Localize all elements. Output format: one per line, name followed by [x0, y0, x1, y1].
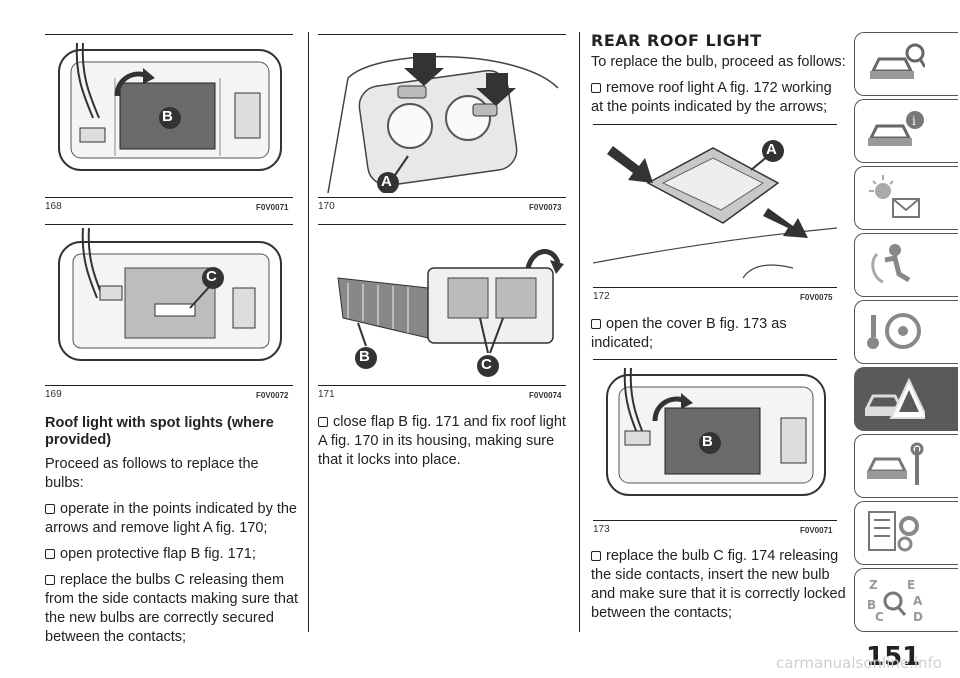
figure-number: 173: [593, 524, 610, 535]
tab-starting-driving[interactable]: [854, 300, 958, 364]
figure-code: F0V0073: [529, 203, 562, 212]
figure-code: F0V0071: [800, 526, 833, 535]
checkbox-bullet-icon: [591, 83, 601, 93]
paragraph: Proceed as follows to replace the bulbs:: [45, 456, 259, 491]
car-info-icon: i: [868, 111, 924, 146]
column-1-text: Roof light with spot lights (where provi…: [45, 415, 300, 654]
figure-171: B C: [318, 228, 566, 378]
svg-text:E: E: [907, 578, 915, 592]
figure-code: F0V0071: [256, 203, 289, 212]
page-number: 151: [866, 642, 921, 672]
figure-caption-rule: [45, 197, 293, 198]
key-steering-wheel-icon: [867, 313, 921, 349]
figure-top-rule: [45, 34, 293, 35]
svg-text:D: D: [913, 610, 923, 624]
checkbox-bullet-icon: [591, 551, 601, 561]
callout-a: A: [381, 173, 392, 190]
car-search-icon: [870, 43, 925, 79]
figure-172: A: [593, 128, 837, 283]
figure-number: 169: [45, 389, 62, 400]
column-2-text: close flap B fig. 171 and fix roof light…: [318, 413, 573, 477]
callout-b: B: [359, 348, 370, 365]
step-item: open the cover B fig. 173 as indicated;: [591, 316, 787, 351]
svg-text:Z: Z: [869, 578, 878, 592]
tab-knowing-your-car[interactable]: [854, 32, 958, 96]
checkbox-bullet-icon: [45, 549, 55, 559]
checkbox-bullet-icon: [591, 319, 601, 329]
figure-top-rule: [593, 359, 837, 360]
figure-code: F0V0075: [800, 293, 833, 302]
step-item: replace the bulb C fig. 174 releasing th…: [591, 548, 846, 621]
step-item: remove roof light A fig. 172 working at …: [591, 80, 832, 115]
callout-a: A: [766, 141, 777, 158]
step-item: operate in the points indicated by the a…: [45, 501, 297, 536]
warning-lights-message-icon: [869, 175, 920, 218]
car-breakdown-triangle-icon: [865, 377, 925, 419]
figure-top-rule: [593, 124, 837, 125]
step-item: open protective flap B fig. 171;: [45, 545, 300, 564]
column-3-step2: open the cover B fig. 173 as indicated;: [591, 315, 846, 360]
callout-b: B: [702, 433, 713, 450]
tab-warning-lights[interactable]: [854, 166, 958, 230]
specs-gear-icon: [868, 511, 919, 552]
figure-number: 168: [45, 201, 62, 212]
column-divider-1: [308, 32, 309, 632]
svg-text:C: C: [875, 610, 884, 624]
figure-number: 172: [593, 291, 610, 302]
step-item: replace the bulbs C releasing them from …: [45, 572, 299, 645]
checkbox-bullet-icon: [45, 504, 55, 514]
figure-number: 170: [318, 201, 335, 212]
paragraph: To replace the bulb, proceed as follows:: [591, 54, 846, 70]
figure-caption-rule: [593, 520, 837, 521]
figure-top-rule: [318, 224, 566, 225]
callout-b: B: [162, 108, 173, 125]
figure-170: A: [318, 38, 566, 193]
airbag-seat-icon: [871, 244, 911, 284]
figure-169: C: [45, 228, 293, 378]
column-divider-2: [579, 32, 580, 632]
svg-text:B: B: [867, 598, 876, 612]
figure-caption-rule: [593, 287, 837, 288]
svg-text:A: A: [913, 594, 923, 608]
tab-in-an-emergency[interactable]: [854, 367, 958, 431]
column-3-intro: To replace the bulb, proceed as follows:…: [591, 53, 846, 124]
figure-number: 171: [318, 389, 335, 400]
step-item: close flap B fig. 171 and fix roof light…: [318, 414, 566, 468]
watermark: carmanualsonline.info: [776, 654, 942, 672]
index-search-icon: Z E B A C D: [867, 578, 923, 624]
svg-text:i: i: [912, 114, 916, 128]
figure-top-rule: [45, 224, 293, 225]
callout-c: C: [481, 356, 492, 373]
figure-caption-rule: [45, 385, 293, 386]
car-maintenance-wrench-icon: [866, 442, 924, 485]
callout-c: C: [206, 268, 217, 285]
tab-technical-specifications[interactable]: [854, 501, 958, 565]
section-title: REAR ROOF LIGHT: [591, 31, 762, 50]
tab-servicing-care[interactable]: [854, 434, 958, 498]
tab-safety-info[interactable]: i: [854, 99, 958, 163]
figure-caption-rule: [318, 197, 566, 198]
figure-code: F0V0074: [529, 391, 562, 400]
figure-173: B: [593, 363, 837, 513]
figure-top-rule: [318, 34, 566, 35]
figure-caption-rule: [318, 385, 566, 386]
checkbox-bullet-icon: [318, 417, 328, 427]
checkbox-bullet-icon: [45, 575, 55, 585]
figure-168: B: [45, 38, 293, 193]
tab-index[interactable]: Z E B A C D: [854, 568, 958, 632]
column-3-step3: replace the bulb C fig. 174 releasing th…: [591, 547, 847, 630]
section-heading: Roof light with spot lights (where provi…: [45, 415, 274, 448]
figure-code: F0V0072: [256, 391, 289, 400]
tab-safety[interactable]: [854, 233, 958, 297]
